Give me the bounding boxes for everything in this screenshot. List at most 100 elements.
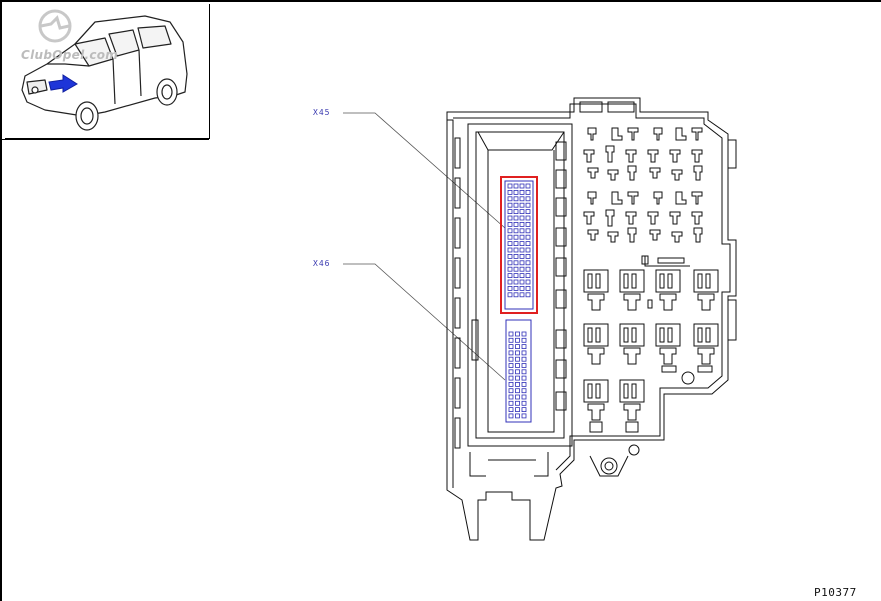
connector-pin: [525, 266, 531, 272]
connector-pin: [519, 241, 525, 247]
connector-pin: [513, 234, 519, 240]
frame-left-border: [0, 0, 2, 601]
connector-pin: [507, 189, 513, 195]
connector-pin: [521, 407, 527, 413]
connector-pin: [513, 292, 519, 298]
connector-pin: [513, 189, 519, 195]
relay-terminals: [583, 127, 703, 243]
connector-pin: [515, 388, 520, 394]
connector-pin: [519, 196, 525, 202]
connector-pin: [515, 331, 520, 337]
connector-pin: [515, 394, 520, 400]
connector-pin: [507, 247, 513, 253]
car-icon: [21, 9, 188, 131]
connector-pin: [513, 221, 519, 227]
connector-pin: [508, 369, 514, 375]
connector-pin: [515, 413, 520, 419]
connector-pin: [507, 209, 513, 215]
connector-pin: [513, 247, 519, 253]
connector-pin: [515, 407, 520, 413]
fuse-slots: [583, 269, 719, 433]
connector-pin: [507, 196, 513, 202]
connector-pin: [519, 247, 525, 253]
connector-pin: [507, 234, 513, 240]
connector-pin: [525, 202, 531, 208]
connector-pin: [525, 221, 531, 227]
thumbnail-watermark: ClubOpel.com: [21, 48, 119, 62]
connector-pin: [521, 388, 527, 394]
connector-pin: [508, 350, 514, 356]
connector-pin: [525, 273, 531, 279]
connector-pin: [521, 369, 527, 375]
connector-pin: [513, 279, 519, 285]
connector-pin: [525, 279, 531, 285]
connector-pin: [525, 260, 531, 266]
thumbnail-divider: [2, 139, 209, 140]
connector-pin: [507, 266, 513, 272]
connector-pin: [508, 407, 514, 413]
connector-pin: [519, 228, 525, 234]
connector-pin: [525, 285, 531, 291]
connector-pin: [508, 356, 514, 362]
connector-pin: [515, 344, 520, 350]
connector-pin: [508, 337, 514, 343]
fuse-box-housing: [446, 97, 737, 541]
connector-pin: [519, 209, 525, 215]
leader-line-x46: [343, 263, 506, 381]
connector-pin: [508, 375, 514, 381]
connector-pin: [521, 381, 527, 387]
leader-lines: [343, 112, 506, 381]
callout-label-x45: X45: [313, 108, 331, 117]
connector-x46: [505, 319, 532, 423]
connector-pin: [521, 394, 527, 400]
connector-pin: [507, 228, 513, 234]
connector-pin: [507, 253, 513, 259]
connector-pin: [519, 292, 525, 298]
connector-pin: [515, 369, 520, 375]
opel-logo-icon: [38, 9, 72, 43]
connector-pin: [508, 363, 514, 368]
connector-pin: [519, 285, 525, 291]
connector-pin: [515, 363, 520, 368]
connector-pin: [515, 356, 520, 362]
connector-pin: [507, 279, 513, 285]
connector-pin: [525, 196, 531, 202]
connector-pin: [519, 279, 525, 285]
connector-pin: [521, 375, 527, 381]
connector-pin: [519, 260, 525, 266]
connector-pin: [508, 344, 514, 350]
connector-pin: [515, 375, 520, 381]
connector-pin: [507, 285, 513, 291]
connector-pin: [519, 221, 525, 227]
vehicle-locator-thumbnail: ClubOpel.com: [5, 4, 210, 139]
connector-x45: [500, 176, 538, 314]
connector-pin: [519, 253, 525, 259]
connector-pin: [525, 247, 531, 253]
connector-pin: [519, 189, 525, 195]
connector-pin: [507, 273, 513, 279]
connector-pin: [525, 189, 531, 195]
connector-pin: [519, 202, 525, 208]
connector-pin: [521, 350, 527, 356]
connector-pin: [507, 241, 513, 247]
connector-pin: [515, 350, 520, 356]
connector-pin: [513, 183, 519, 189]
connector-pin: [521, 337, 527, 343]
connector-pin: [525, 183, 531, 189]
frame-top-border: [0, 0, 881, 2]
callout-label-x46: X46: [313, 259, 331, 268]
connector-pin: [513, 241, 519, 247]
connector-pin: [508, 381, 514, 387]
connector-pin: [525, 228, 531, 234]
connector-pin: [521, 331, 527, 337]
leader-line-x45: [343, 112, 506, 229]
connector-pin: [513, 215, 519, 221]
connector-pin: [507, 221, 513, 227]
figure-id: P10377: [814, 586, 857, 599]
connector-pin: [507, 260, 513, 266]
connector-pin: [513, 266, 519, 272]
connector-pin: [525, 234, 531, 240]
connector-pin: [513, 273, 519, 279]
connector-pin: [515, 337, 520, 343]
